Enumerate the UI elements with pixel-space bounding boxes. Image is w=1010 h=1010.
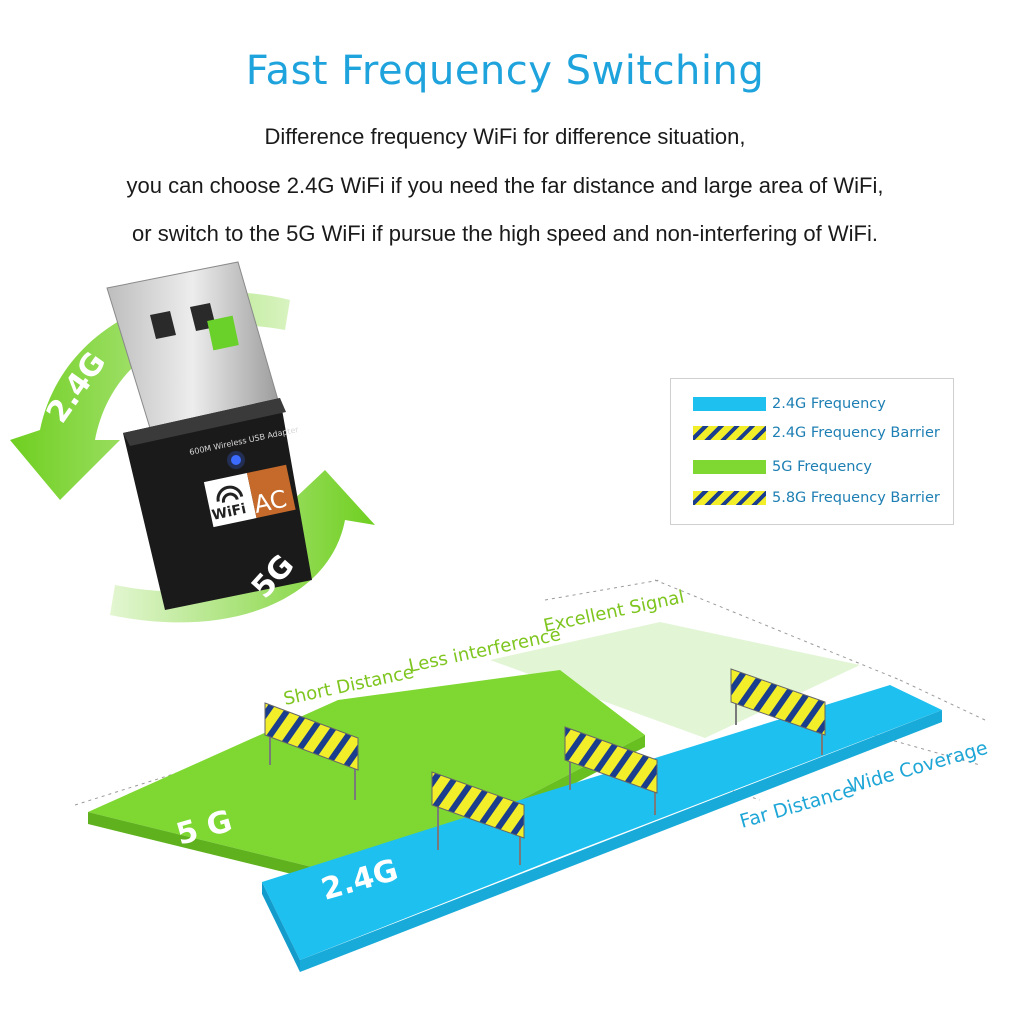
legend-label: 5.8G Frequency Barrier (772, 490, 940, 506)
blue-swatch-icon (693, 397, 766, 411)
barrier-5g (264, 702, 359, 800)
usb-adapter-graphic (10, 261, 375, 623)
arrow-5g-icon (110, 470, 375, 623)
band-5g-far (490, 622, 860, 738)
barrier-24g-mid (564, 726, 658, 815)
legend-item-24g: 2.4G Frequency (693, 393, 886, 415)
band-24g-plane (262, 685, 942, 960)
legend-item-58g-barrier: 5.8G Frequency Barrier (693, 487, 940, 509)
wifi-badge-text: WiFi (211, 501, 248, 524)
description-line-3: or switch to the 5G WiFi if pursue the h… (132, 221, 878, 246)
arrow-24g-icon (10, 292, 290, 500)
description-line-1: Difference frequency WiFi for difference… (264, 124, 746, 149)
striped-swatch-icon (693, 491, 766, 505)
legend-label: 2.4G Frequency (772, 396, 886, 412)
band-5g-plane (88, 670, 645, 880)
striped-swatch-icon (693, 426, 766, 440)
green-swatch-icon (693, 460, 766, 474)
barrier-24g-near (431, 771, 525, 865)
barrier-24g-far (730, 668, 826, 755)
legend-label: 2.4G Frequency Barrier (772, 425, 940, 441)
legend-item-5g: 5G Frequency (693, 456, 872, 478)
ac-badge-text: AC (251, 485, 289, 519)
description-line-2: you can choose 2.4G WiFi if you need the… (126, 173, 884, 198)
legend-box: 2.4G Frequency 2.4G Frequency Barrier 5G… (670, 378, 954, 525)
page-title: Fast Frequency Switching (245, 48, 765, 94)
legend-label: 5G Frequency (772, 459, 872, 475)
legend-item-24g-barrier: 2.4G Frequency Barrier (693, 422, 940, 444)
